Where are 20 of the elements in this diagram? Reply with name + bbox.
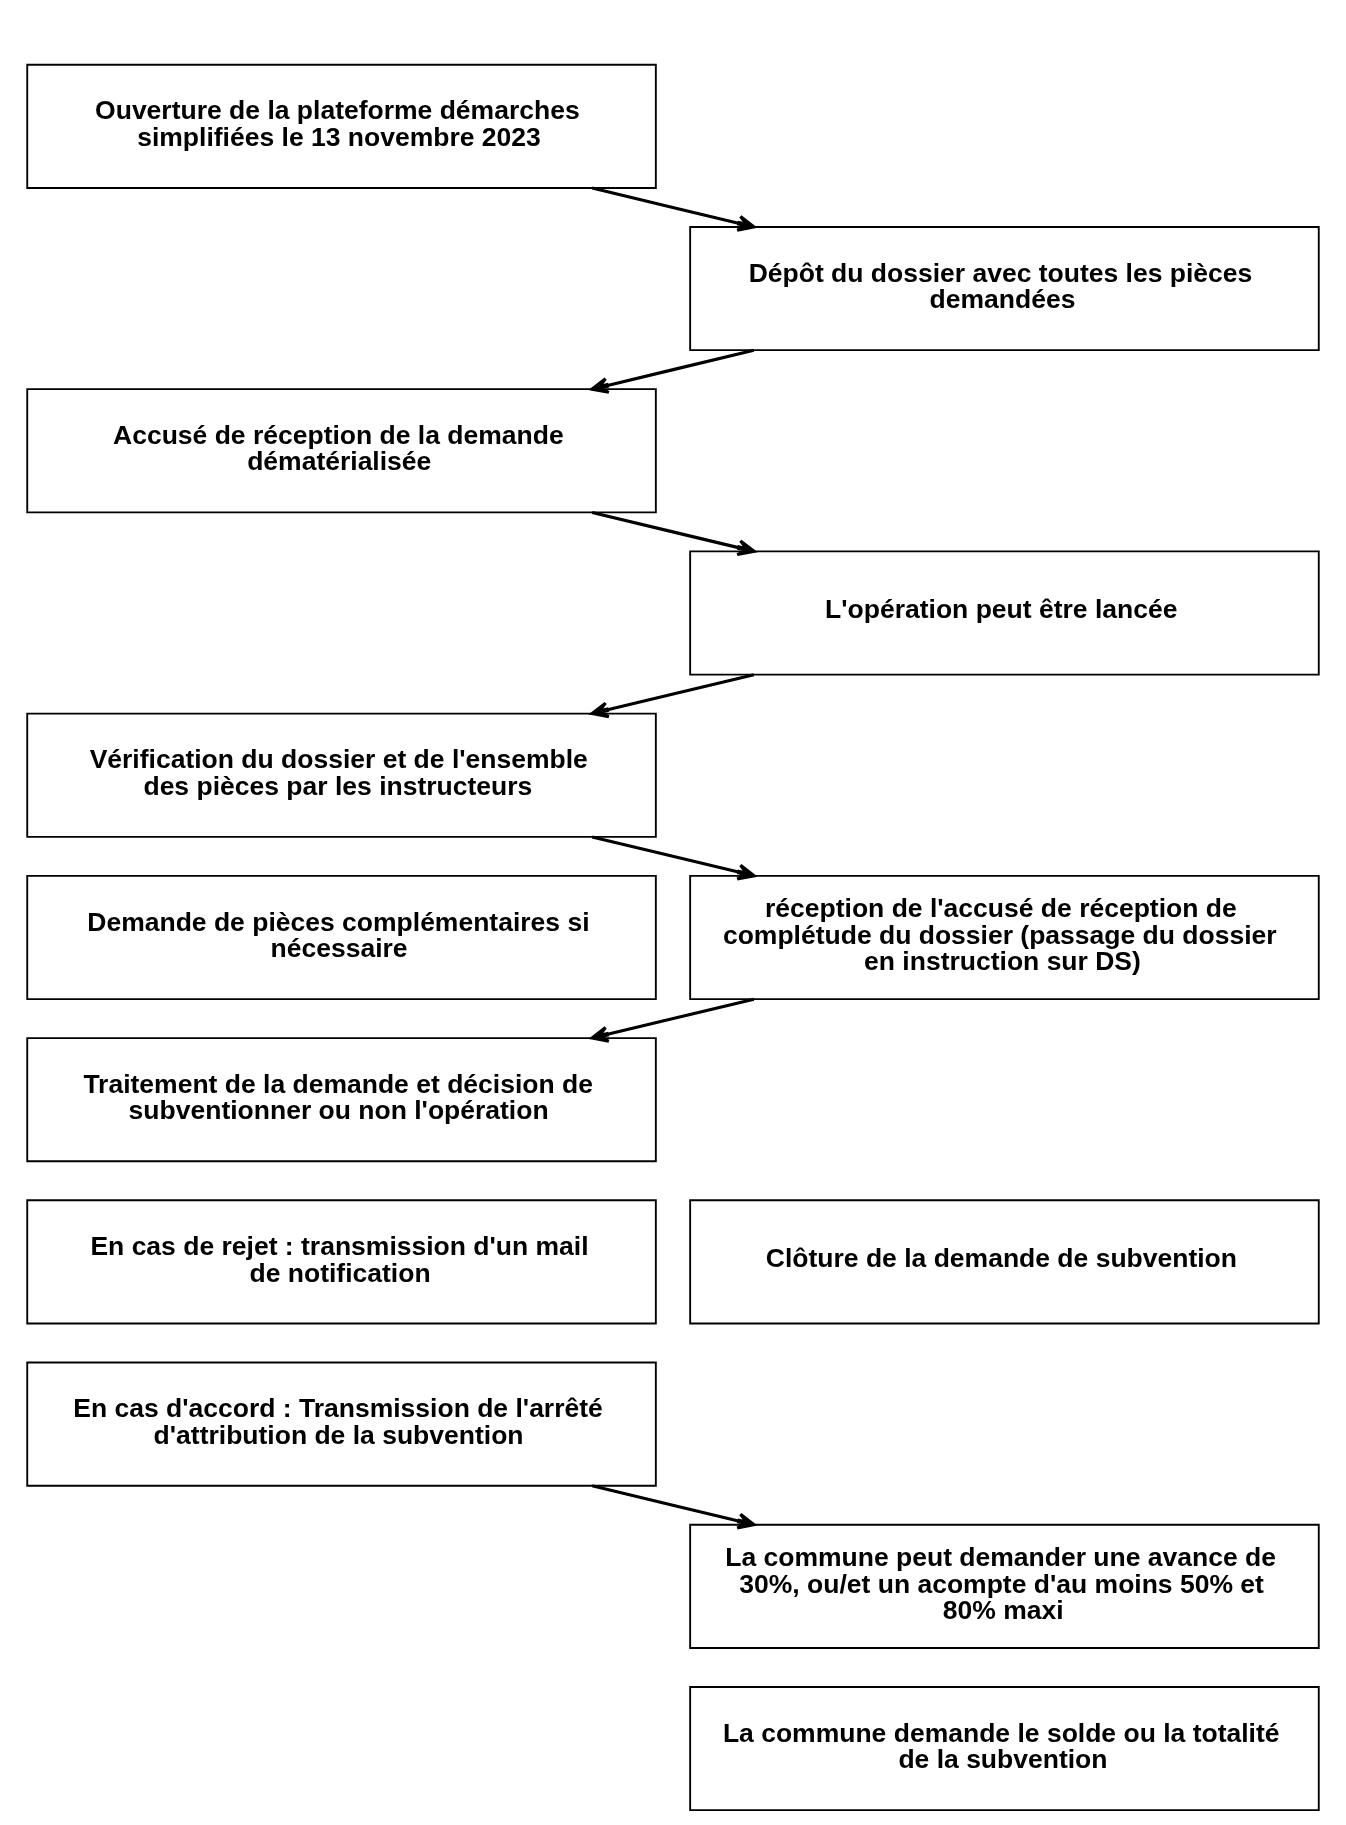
node-box: Accusé de réception de la demande dématérialisée — [26, 388, 657, 514]
node-box: Ouverture de la plateforme démarches simplifiées le 13 novembre 2023 — [26, 63, 657, 189]
node-box: Vérification du dossier et de l'ensemble des pièces par les instructeurs — [26, 712, 657, 838]
node-box: réception de l'accusé de réception de complétude du dossier (passage du dossier en instruction sur DS) — [689, 874, 1320, 1000]
arrow — [591, 511, 756, 557]
node-box: Dépôt du dossier avec toutes les pièces demandées — [689, 226, 1320, 352]
node-box: En cas de rejet : transmission d'un mail de notification — [26, 1199, 657, 1325]
node-box: L'opération peut être lancée — [689, 550, 1320, 676]
arrow — [591, 186, 756, 232]
node-box: En cas d'accord : Transmission de l'arrêté d'attribution de la subvention — [26, 1361, 657, 1487]
node-box: La commune peut demander une avance de 30%, ou/et un acompte d'au moins 50% et 80% maxi — [689, 1523, 1320, 1649]
arrow — [590, 673, 755, 719]
node-box: Demande de pièces complémentaires si nécessaire — [26, 874, 657, 1000]
node-box: Clôture de la demande de subvention — [689, 1199, 1320, 1325]
arrow — [590, 348, 755, 394]
arrow — [590, 997, 755, 1043]
node-box: La commune demande le solde ou la totalité de la subvention — [689, 1686, 1320, 1812]
arrow — [591, 835, 756, 881]
arrow — [591, 1484, 756, 1530]
node-box: Traitement de la demande et décision de subventionner ou non l'opération — [26, 1037, 657, 1163]
